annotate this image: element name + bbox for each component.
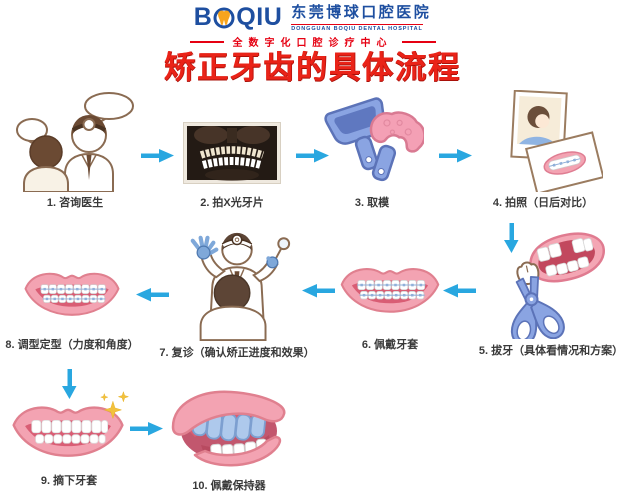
step-7-followup: 7. 复诊（确认矫正进度和效果） — [159, 228, 315, 360]
page-title: 矫正牙齿的具体流程 — [164, 50, 461, 85]
tooth-logo-icon — [213, 7, 235, 28]
hospital-name-cn: 东莞博球口腔医院 — [291, 4, 432, 21]
step-4-label: 4. 拍照（日后对比） — [492, 197, 594, 209]
sparkles — [100, 390, 130, 420]
step-3-impression: 3. 取模 — [316, 90, 428, 210]
hospital-name-en: DONGGUAN BOQIU DENTAL HOSPITAL — [291, 23, 423, 32]
xray-film-icon — [183, 122, 281, 184]
arrow-step9-to-step10 — [130, 421, 163, 436]
comparison-photos-icon — [510, 90, 603, 192]
step-6-braces: 6. 佩戴牙套 — [333, 242, 447, 352]
logo-boqiu: B QIU — [194, 5, 283, 30]
subtitle-dash-right — [401, 40, 436, 43]
step-1-label: 1. 咨询医生 — [46, 197, 104, 209]
step-7-label: 7. 复诊（确认矫正进度和效果） — [159, 347, 315, 359]
step-10-retainer: 10. 佩戴保持器 — [163, 383, 295, 493]
retainer-mouth-icon — [171, 390, 286, 467]
step-2-label: 2. 拍X光牙片 — [200, 197, 264, 209]
subtitle-text: 全数字化口腔诊疗中心 — [232, 38, 393, 49]
subtitle-dash-left — [189, 40, 224, 43]
step-3-label: 3. 取模 — [354, 197, 390, 209]
step-9-label: 9. 摘下牙套 — [40, 475, 98, 487]
arrow-step4-to-step5 — [504, 223, 519, 253]
step-1-consult: 1. 咨询医生 — [6, 90, 144, 210]
step-4-photos: 4. 拍照（日后对比） — [480, 90, 606, 210]
dentist-checkup-icon — [190, 232, 291, 341]
dental-impression-icon — [324, 97, 424, 182]
tooth-extraction-icon — [510, 232, 605, 339]
step-2-xray: 2. 拍X光牙片 — [176, 90, 288, 210]
arrow-step5-to-step6 — [443, 283, 476, 298]
arrow-step6-to-step7 — [302, 283, 335, 298]
step-9-remove-braces: 9. 摘下牙套 — [4, 386, 134, 488]
header-logo: B QIU 东莞博球口腔医院 DONGGUAN BOQIU DENTAL HOS… — [0, 4, 625, 32]
step-8-adjust: 8. 调型定型（力度和角度） — [5, 250, 139, 352]
step-6-label: 6. 佩戴牙套 — [361, 339, 419, 351]
logo-letter-b: B — [193, 3, 213, 31]
subtitle-row: 全数字化口腔诊疗中心 — [0, 34, 625, 49]
arrow-step3-to-step4 — [439, 148, 472, 163]
step-5-label: 5. 拔牙（具体看情况和方案） — [478, 345, 624, 357]
step-5-extraction: 5. 拔牙（具体看情况和方案） — [478, 226, 624, 358]
arrow-step2-to-step3 — [296, 148, 329, 163]
clean-smile-icon — [12, 390, 130, 457]
consult-doctor-icon — [16, 92, 134, 192]
arrow-step1-to-step2 — [141, 148, 174, 163]
braces-adjust-icon — [24, 272, 120, 316]
step-8-label: 8. 调型定型（力度和角度） — [5, 339, 139, 351]
arrow-step7-to-step8 — [136, 287, 169, 302]
braces-mouth-icon — [340, 268, 440, 313]
step-10-label: 10. 佩戴保持器 — [192, 480, 266, 492]
logo-letters-qiu: QIU — [236, 3, 283, 31]
arrow-step8-to-step9 — [62, 369, 77, 399]
hospital-names: 东莞博球口腔医院 DONGGUAN BOQIU DENTAL HOSPITAL — [291, 4, 432, 32]
